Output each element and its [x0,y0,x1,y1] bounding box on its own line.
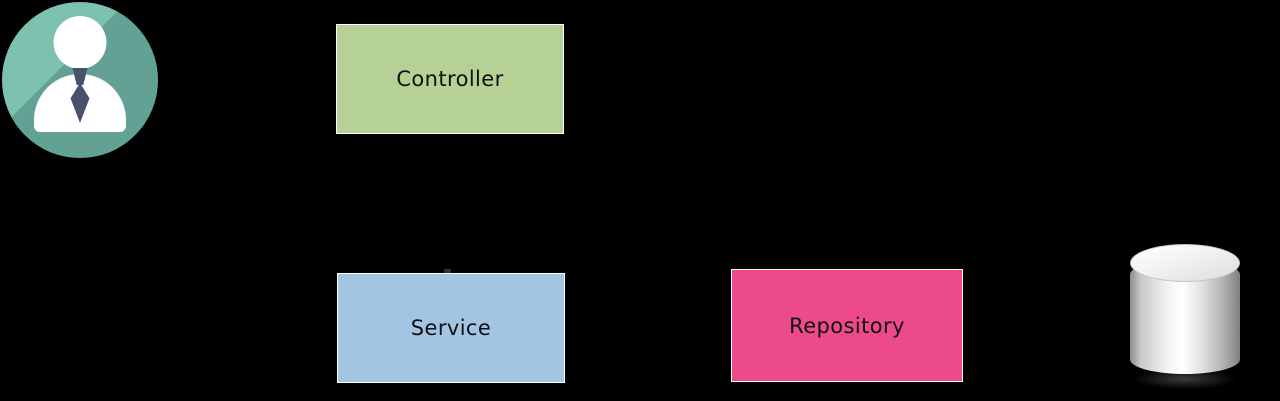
node-controller[interactable]: Controller [336,24,564,134]
user-avatar-icon [2,2,158,158]
avatar-head-icon [53,16,107,69]
database-cylinder-icon [1130,244,1240,389]
node-service[interactable]: Service [337,273,565,383]
connector-stub-controller-service [444,269,451,274]
database-drop-shadow [1134,369,1236,389]
node-repository-label: Repository [789,313,905,338]
avatar-tie-knot-icon [72,68,88,85]
database-top-surface [1130,244,1240,282]
node-repository[interactable]: Repository [731,269,963,382]
node-service-label: Service [410,316,492,340]
node-controller-label: Controller [396,67,504,91]
